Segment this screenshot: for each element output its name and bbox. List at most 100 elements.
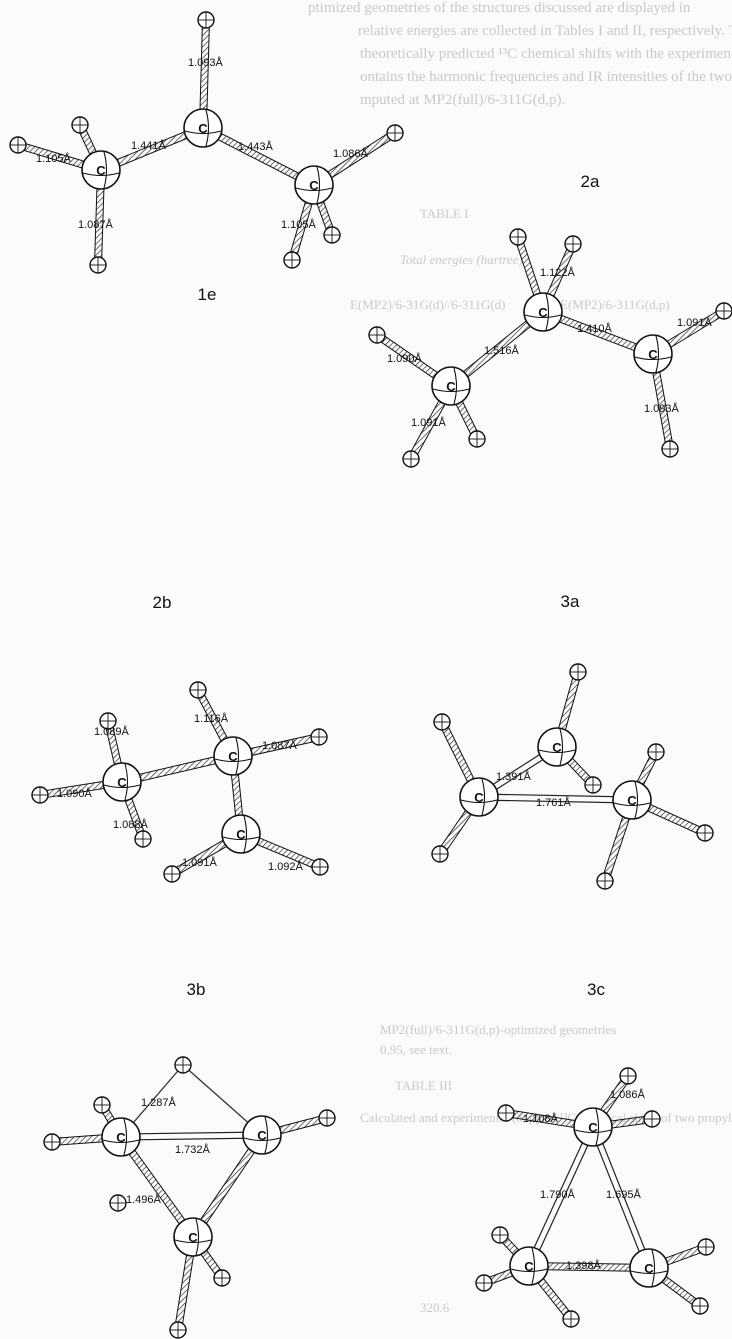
- table3-title: TABLE III: [395, 1078, 453, 1093]
- table1-title: TABLE I: [420, 206, 469, 221]
- structure-label-1e: 1e: [198, 285, 217, 304]
- carbon-atom-unlabeled-C1: C: [573, 1107, 613, 1147]
- svg-text:C: C: [309, 178, 319, 193]
- hydrogen-atom-1e-H5: [386, 124, 404, 142]
- bond-unlabeled-C1-C2: [525, 1125, 597, 1268]
- carbon-atom-2b-C2: C: [431, 366, 471, 406]
- carbon-atom-3b-C3: C: [612, 780, 652, 820]
- carbon-atom-3a-C3: C: [221, 814, 261, 854]
- structure-label-2b: 2b: [153, 593, 172, 612]
- hydrogen-atom-unlabeled-H3: [643, 1110, 661, 1128]
- hydrogen-atom-2b-H2: [564, 235, 582, 253]
- hydrogen-atom-1e-H2: [9, 136, 27, 154]
- hydrogen-atom-3b-H6: [696, 824, 714, 842]
- svg-text:C: C: [474, 790, 484, 805]
- hydrogen-atom-3c-H4: [43, 1133, 61, 1151]
- hydrogen-atom-3c-H5: [109, 1194, 127, 1212]
- bond-length-label: 1.695Å: [606, 1188, 642, 1201]
- hydrogen-atom-1e-H3: [71, 116, 89, 134]
- hydrogen-atom-3c-H3: [93, 1096, 111, 1114]
- bond-3b-C2-C3: [478, 793, 633, 804]
- hydrogen-atom-unlabeled-H2: [497, 1104, 515, 1122]
- svg-text:C: C: [648, 347, 658, 362]
- hydrogen-atom-3a-H1: [189, 681, 207, 699]
- hydrogen-atom-3b-H5: [647, 743, 665, 761]
- hydrogen-atom-1e-H6: [283, 251, 301, 269]
- hydrogen-atom-3b-H7: [596, 872, 614, 890]
- hydrogen-atom-3c-H2: [318, 1109, 336, 1127]
- bond-length-label: 1.086Å: [610, 1088, 646, 1101]
- carbon-atom-unlabeled-C2: C: [509, 1246, 549, 1286]
- carbon-atom-3c-C3: C: [173, 1217, 213, 1257]
- hydrogen-atom-2b-H7: [661, 440, 679, 458]
- hydrogen-atom-3c-H1: [174, 1056, 192, 1074]
- hydrogen-atom-1e-H4: [89, 256, 107, 274]
- table3-row: 320.6: [420, 1300, 450, 1315]
- background-paragraph-line: relative energies are collected in Table…: [358, 23, 732, 39]
- hydrogen-atom-3a-H3: [99, 712, 117, 730]
- hydrogen-atom-3a-H6: [163, 865, 181, 883]
- bond-length-label: 1.105Å: [36, 152, 72, 165]
- hydrogen-atom-3b-H1: [569, 663, 587, 681]
- structure-label-2a: 2a: [581, 172, 600, 191]
- hydrogen-atom-2b-H3: [368, 326, 386, 344]
- table1-header: E(MP2)/6-31G(d)//6-311G(d): [350, 297, 506, 312]
- hydrogen-atom-3b-H2: [584, 776, 602, 794]
- svg-text:C: C: [228, 749, 238, 764]
- hydrogen-atom-3c-H7: [169, 1321, 187, 1339]
- bond-length-label: 1.761Å: [536, 796, 572, 809]
- svg-text:C: C: [236, 827, 246, 842]
- structure-label-3a: 3a: [561, 592, 580, 611]
- bond-length-label: 1.398Å: [566, 1259, 602, 1272]
- svg-text:C: C: [627, 793, 637, 808]
- bond-length-label: 1.087Å: [78, 218, 114, 231]
- svg-text:C: C: [644, 1261, 654, 1276]
- svg-text:C: C: [116, 1130, 126, 1145]
- svg-text:C: C: [538, 305, 548, 320]
- bond-length-label: 1.091Å: [677, 316, 713, 329]
- bond-length-label: 1.090Å: [387, 352, 423, 365]
- bond-length-label: 1.443Å: [238, 140, 274, 153]
- bond-length-label: 1.116Å: [194, 712, 229, 725]
- svg-text:C: C: [198, 121, 208, 136]
- structure-label-3c: 3c: [587, 980, 605, 999]
- bond-length-label: 1.088Å: [113, 818, 149, 831]
- bond-length-label: 1.441Å: [131, 139, 167, 152]
- bond-length-label: 1.089Å: [94, 725, 130, 738]
- table2-footnote: 0.95, see text.: [380, 1042, 452, 1057]
- bond-length-label: 1.091Å: [411, 416, 447, 429]
- hydrogen-atom-unlabeled-H5: [491, 1226, 509, 1244]
- hydrogen-atom-unlabeled-H8: [697, 1238, 715, 1256]
- bond-length-label: 1.108Å: [523, 1112, 559, 1125]
- table1-header: E(MP2)/6-311G(d,p): [560, 297, 670, 312]
- bond-length-label: 1.732Å: [175, 1143, 211, 1156]
- hydrogen-atom-unlabeled-H7: [691, 1297, 709, 1315]
- hydrogen-atom-3b-H4: [431, 845, 449, 863]
- carbon-atom-3c-C2: C: [101, 1117, 141, 1157]
- hydrogen-atom-1e-H1: [197, 11, 215, 29]
- svg-text:C: C: [588, 1120, 598, 1135]
- bond-length-label: 1.093Å: [188, 56, 224, 69]
- table2-footnote: MP2(full)/6-311G(d,p)-optimized geometri…: [380, 1022, 617, 1037]
- hydrogen-atom-3a-H5: [134, 830, 152, 848]
- hydrogen-atom-3b-H3: [433, 713, 451, 731]
- hydrogen-atom-unlabeled-H6: [562, 1310, 580, 1328]
- carbon-atom-3b-C1: C: [537, 727, 577, 767]
- table1-caption: Total energies (hartree): [400, 252, 523, 267]
- bond-length-label: 1.091Å: [182, 856, 218, 869]
- bond-length-label: 1.087Å: [262, 739, 298, 752]
- svg-text:C: C: [96, 163, 106, 178]
- bond-length-label: 1.287Å: [141, 1096, 177, 1109]
- bond-3c-C2-C1: [120, 1131, 263, 1141]
- structure-label-3b: 3b: [187, 980, 206, 999]
- hydrogen-atom-3c-H6: [213, 1269, 231, 1287]
- bond-length-label: 1.516Å: [484, 344, 520, 357]
- background-paragraph-line: mputed at MP2(full)/6-311G(d,p).: [360, 92, 566, 108]
- bond-length-label: 1.790Å: [540, 1188, 576, 1201]
- hydrogen-atom-3a-H2: [310, 728, 328, 746]
- bond-length-label: 1.122Å: [540, 266, 576, 279]
- labels-layer: 1.093Å 1.441Å 1.443Å 1.105Å 1.086Å 1.087Å 1.10…: [36, 56, 713, 1272]
